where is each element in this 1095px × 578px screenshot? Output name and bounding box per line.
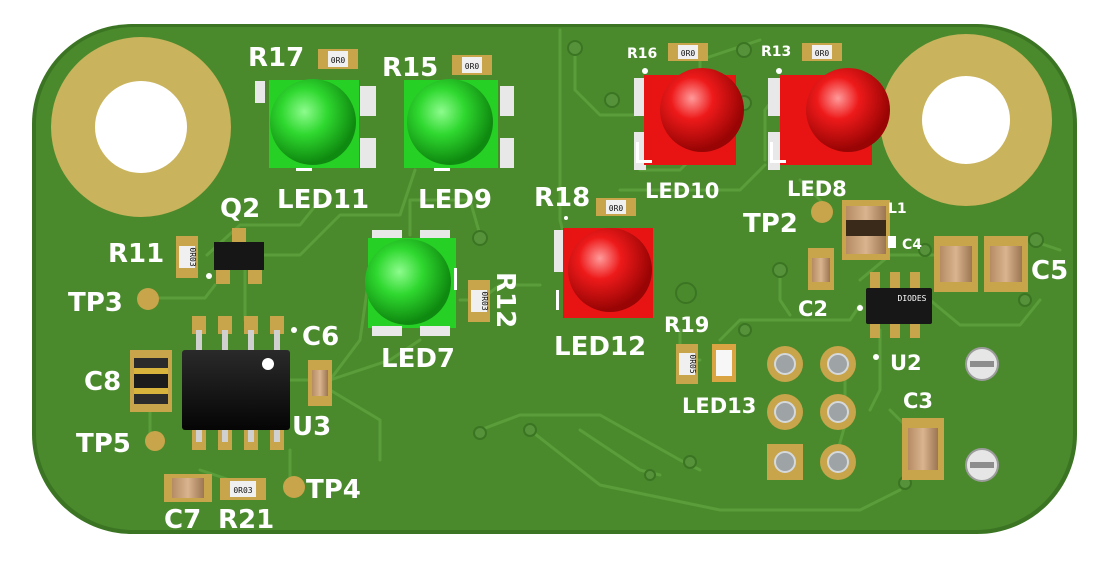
mounting-hole-right: [880, 34, 1052, 206]
inductor-l1: [842, 200, 890, 260]
label-led12: LED12: [554, 332, 646, 362]
ic-u3: [182, 316, 290, 450]
resistor-r19: 0R05: [676, 344, 698, 384]
label-led13: LED13: [682, 394, 756, 418]
transistor-q2: [214, 228, 264, 284]
label-r13: R13: [761, 44, 791, 60]
resistor-r15: 0R0: [452, 55, 492, 75]
resistor-r18: 0R0: [596, 198, 636, 216]
capacitor-c5: [984, 236, 1028, 292]
led12-red: [554, 228, 653, 318]
label-led10: LED10: [645, 179, 719, 203]
label-r12: R12: [490, 272, 520, 328]
capacitor-c8: [130, 350, 172, 412]
tp5-pad: [145, 431, 165, 451]
capacitor-c3: [902, 418, 944, 480]
capacitor-c5a: [934, 236, 978, 292]
resistor-r11: 0R03: [176, 236, 198, 278]
label-r15: R15: [382, 53, 438, 83]
label-r16: R16: [627, 46, 657, 62]
label-c3: C3: [903, 389, 933, 413]
r11-code: 0R03: [188, 247, 197, 266]
label-q2: Q2: [220, 194, 260, 224]
vias: [472, 40, 1044, 490]
test-points: [137, 201, 833, 498]
r17-code: 0R0: [331, 56, 346, 65]
silkscreen-labels: R17 R15 R16 R13 LED11 LED9 LED10 LED8 Q2…: [68, 43, 1068, 535]
capacitor-c4: [888, 236, 896, 248]
label-tp3: TP3: [68, 288, 123, 318]
capacitor-c7: [164, 474, 212, 502]
led7-green: [365, 230, 456, 336]
resistor-r17: 0R0: [318, 49, 358, 69]
capacitor-c6: [308, 360, 332, 406]
label-r18: R18: [534, 183, 590, 213]
resistor-r21: 0R03: [220, 478, 266, 500]
resistor-r16: 0R0: [668, 43, 708, 61]
label-r19: R19: [664, 313, 709, 337]
screw-top: [965, 347, 999, 381]
label-r17: R17: [248, 43, 304, 73]
resistor-r12: 0R03: [468, 280, 490, 322]
u2-brand: DIODES: [898, 294, 927, 303]
pin-header: [767, 346, 856, 480]
label-r11: R11: [108, 239, 164, 269]
label-c6: C6: [302, 322, 339, 352]
label-c8: C8: [84, 367, 121, 397]
label-led9: LED9: [418, 185, 492, 215]
tp2-pad: [811, 201, 833, 223]
r13-code: 0R0: [815, 49, 830, 58]
label-l1: L1: [888, 201, 907, 217]
r18-code: 0R0: [609, 204, 624, 213]
led13-white: [712, 344, 736, 382]
r12-code: 0R03: [480, 291, 489, 310]
r15-code: 0R0: [465, 62, 480, 71]
label-led8: LED8: [787, 177, 847, 201]
ic-u2: DIODES: [866, 272, 932, 338]
r16-code: 0R0: [681, 49, 696, 58]
label-led7: LED7: [381, 344, 455, 374]
label-u3: U3: [292, 412, 331, 442]
label-c4: C4: [902, 237, 922, 253]
label-c7: C7: [164, 505, 201, 535]
label-c2: C2: [798, 297, 828, 321]
led11-green: [255, 79, 376, 168]
label-tp4: TP4: [306, 475, 361, 505]
screw-bottom: [965, 448, 999, 482]
led10-red: [634, 68, 744, 170]
silk-marks: [206, 68, 879, 360]
mounting-hole-left: [51, 37, 231, 217]
tp3-pad: [137, 288, 159, 310]
r21-code: 0R03: [233, 486, 252, 495]
label-r21: R21: [218, 505, 274, 535]
label-tp5: TP5: [76, 429, 131, 459]
led9-green: [404, 79, 514, 168]
capacitor-c2: [808, 248, 834, 290]
tp4-pad: [283, 476, 305, 498]
label-led11: LED11: [277, 185, 369, 215]
label-tp2: TP2: [743, 209, 798, 239]
led8-red: [768, 68, 890, 170]
label-u2: U2: [890, 351, 922, 375]
r19-code: 0R05: [688, 354, 697, 373]
label-c5: C5: [1031, 256, 1068, 286]
resistor-r13: 0R0: [802, 43, 842, 61]
